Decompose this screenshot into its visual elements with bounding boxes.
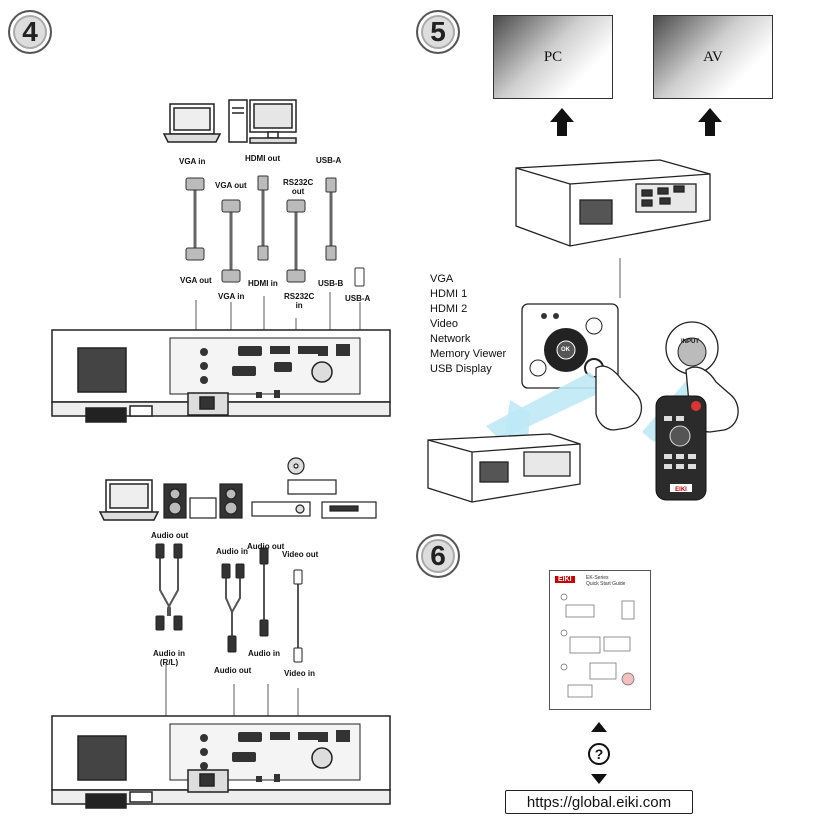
vga-connector-icon <box>221 269 241 283</box>
rca-plug-icon <box>155 543 165 559</box>
connection-diagram-audio <box>51 457 391 809</box>
usb-connector-icon <box>325 177 337 193</box>
help-question-icon: ? <box>588 722 610 784</box>
serial-connector-icon <box>286 269 306 283</box>
usb-stick-icon <box>354 267 365 287</box>
label-audio-in-mid: Audio in <box>216 547 248 556</box>
screen-av: AV <box>653 15 773 99</box>
control-panel-ok-label: OK <box>561 347 570 353</box>
label-video-in: Video in <box>284 669 315 678</box>
label-usb-a: USB-A <box>345 294 371 303</box>
input-source-item: Network <box>430 333 471 345</box>
mini-jack-icon <box>259 547 269 565</box>
rca-plug-icon <box>235 563 245 579</box>
svg-text:EIKI: EIKI <box>675 487 687 493</box>
vga-connector-icon <box>221 199 241 213</box>
projector-input-diagram: EIKI <box>427 108 739 503</box>
label-vga-out: VGA out <box>180 276 212 285</box>
rca-plug-icon <box>293 569 303 585</box>
label-rs232c-out: RS232C out <box>283 178 314 196</box>
projector-icon <box>515 159 711 247</box>
vga-connector-icon <box>185 177 205 191</box>
label-vga-in-top: VGA in <box>179 157 206 166</box>
svg-text:?: ? <box>595 746 604 762</box>
mini-jack-icon <box>227 635 237 653</box>
rca-plug-icon <box>155 615 165 631</box>
usb-connector-icon <box>325 245 337 261</box>
rca-plug-icon <box>293 647 303 663</box>
label-hdmi-out: HDMI out <box>245 154 281 163</box>
laptop-icon <box>162 103 222 143</box>
label-vga-out-mid: VGA out <box>215 181 247 190</box>
connection-diagram-video <box>51 99 391 423</box>
quick-start-guide-thumbnail: EIKI EK-Series Quick Start Guide <box>549 570 651 710</box>
input-source-item: HDMI 1 <box>430 288 468 300</box>
rca-plug-icon <box>173 615 183 631</box>
label-hdmi-in: HDMI in <box>248 279 278 288</box>
dvd-player-icon <box>251 457 377 519</box>
input-source-item: USB Display <box>430 363 492 375</box>
laptop-icon <box>98 479 160 521</box>
input-source-item: Memory Viewer <box>430 348 507 360</box>
step-6-badge: 6 <box>416 534 460 578</box>
input-source-item: VGA <box>430 273 454 285</box>
projector-rear-icon <box>51 329 391 423</box>
remote-input-button-label: INPUT <box>681 339 699 345</box>
input-source-list: VGA HDMI 1 HDMI 2 Video Network Memory V… <box>430 272 506 377</box>
rca-plug-icon <box>221 563 231 579</box>
hand-pointer-icon <box>595 365 643 431</box>
label-audio-out-right: Audio out <box>247 542 285 551</box>
label-vga-in-mid: VGA in <box>218 292 245 301</box>
projector-icon <box>427 433 581 503</box>
rca-plug-icon <box>173 543 183 559</box>
screen-pc: PC <box>493 15 613 99</box>
arrow-up-icon <box>550 108 722 136</box>
serial-connector-icon <box>286 199 306 213</box>
label-usb-b: USB-B <box>318 279 344 288</box>
label-audio-in-rl: Audio in (R/L) <box>153 649 185 667</box>
label-audio-out-bottom: Audio out <box>214 666 252 675</box>
hdmi-connector-icon <box>257 245 269 261</box>
label-audio-out-left: Audio out <box>151 531 189 540</box>
input-source-item: HDMI 2 <box>430 303 468 315</box>
guide-title: EK-Series <box>586 575 609 581</box>
step-4-badge: 4 <box>8 10 52 54</box>
guide-subtitle: Quick Start Guide <box>586 581 626 587</box>
projector-rear-icon <box>51 715 391 809</box>
mini-jack-icon <box>259 619 269 637</box>
label-usb-a-top: USB-A <box>316 156 342 165</box>
vga-connector-icon <box>185 247 205 261</box>
website-url[interactable]: https://global.eiki.com <box>505 790 693 814</box>
remote-control-icon: EIKI <box>655 395 707 501</box>
label-video-out: Video out <box>282 550 319 559</box>
hdmi-connector-icon <box>257 175 269 191</box>
guide-brand-logo: EIKI <box>555 576 575 583</box>
stereo-system-icon <box>163 483 243 519</box>
label-audio-in-right: Audio in <box>248 649 280 658</box>
step-5-badge: 5 <box>416 10 460 54</box>
desktop-computer-icon <box>228 99 297 144</box>
input-source-item: Video <box>430 318 458 330</box>
label-rs232c-in: RS232C in <box>284 292 315 310</box>
